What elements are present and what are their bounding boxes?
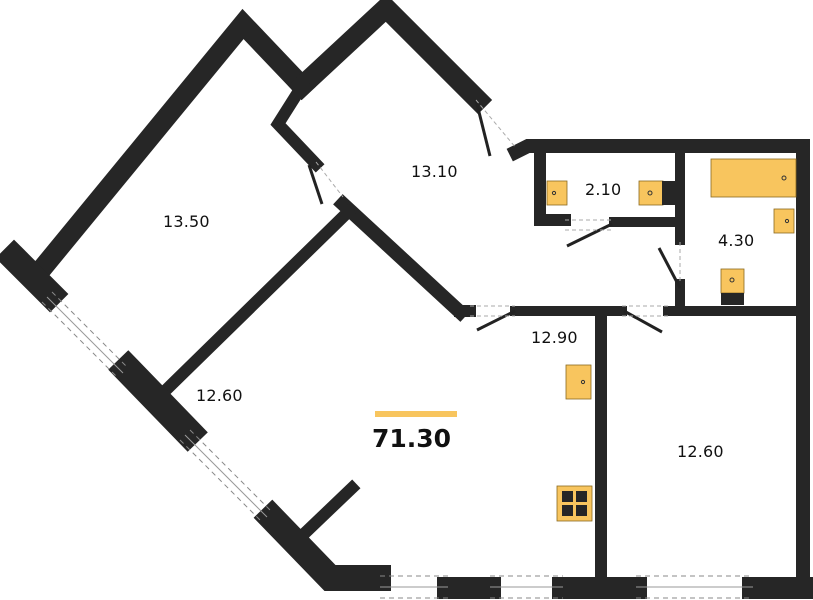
room-area-label: 13.10 xyxy=(411,162,458,181)
accent-bar xyxy=(375,411,457,417)
wall xyxy=(506,139,810,599)
wall xyxy=(333,194,470,322)
room-area-label: 12.60 xyxy=(677,442,724,461)
total-area: 71.30 xyxy=(372,424,452,453)
wall xyxy=(253,499,391,591)
bathtub-icon xyxy=(710,158,797,198)
bath-sink-icon xyxy=(773,208,795,234)
room-area-label: 12.60 xyxy=(196,386,243,405)
room-area-label: 12.90 xyxy=(531,328,578,347)
door xyxy=(474,99,492,157)
kitchen-sink-icon xyxy=(565,364,592,400)
wall xyxy=(0,239,69,313)
wall xyxy=(159,203,357,397)
stove-icon xyxy=(556,485,593,522)
door xyxy=(657,247,682,289)
door xyxy=(476,309,516,332)
room-area-label: 4.30 xyxy=(718,231,755,250)
room-area-label: 2.10 xyxy=(585,180,622,199)
bath-toilet-icon xyxy=(720,268,745,305)
wall xyxy=(534,146,571,226)
wall xyxy=(287,0,493,115)
door xyxy=(566,222,613,248)
door xyxy=(623,309,663,334)
wc-sink-icon xyxy=(546,180,568,206)
door xyxy=(307,164,324,205)
room-area-label: 13.50 xyxy=(163,212,210,231)
wall xyxy=(270,77,325,173)
wall xyxy=(21,8,317,291)
wc-toilet-icon xyxy=(638,180,675,206)
wall xyxy=(108,350,208,452)
wall xyxy=(297,479,361,541)
